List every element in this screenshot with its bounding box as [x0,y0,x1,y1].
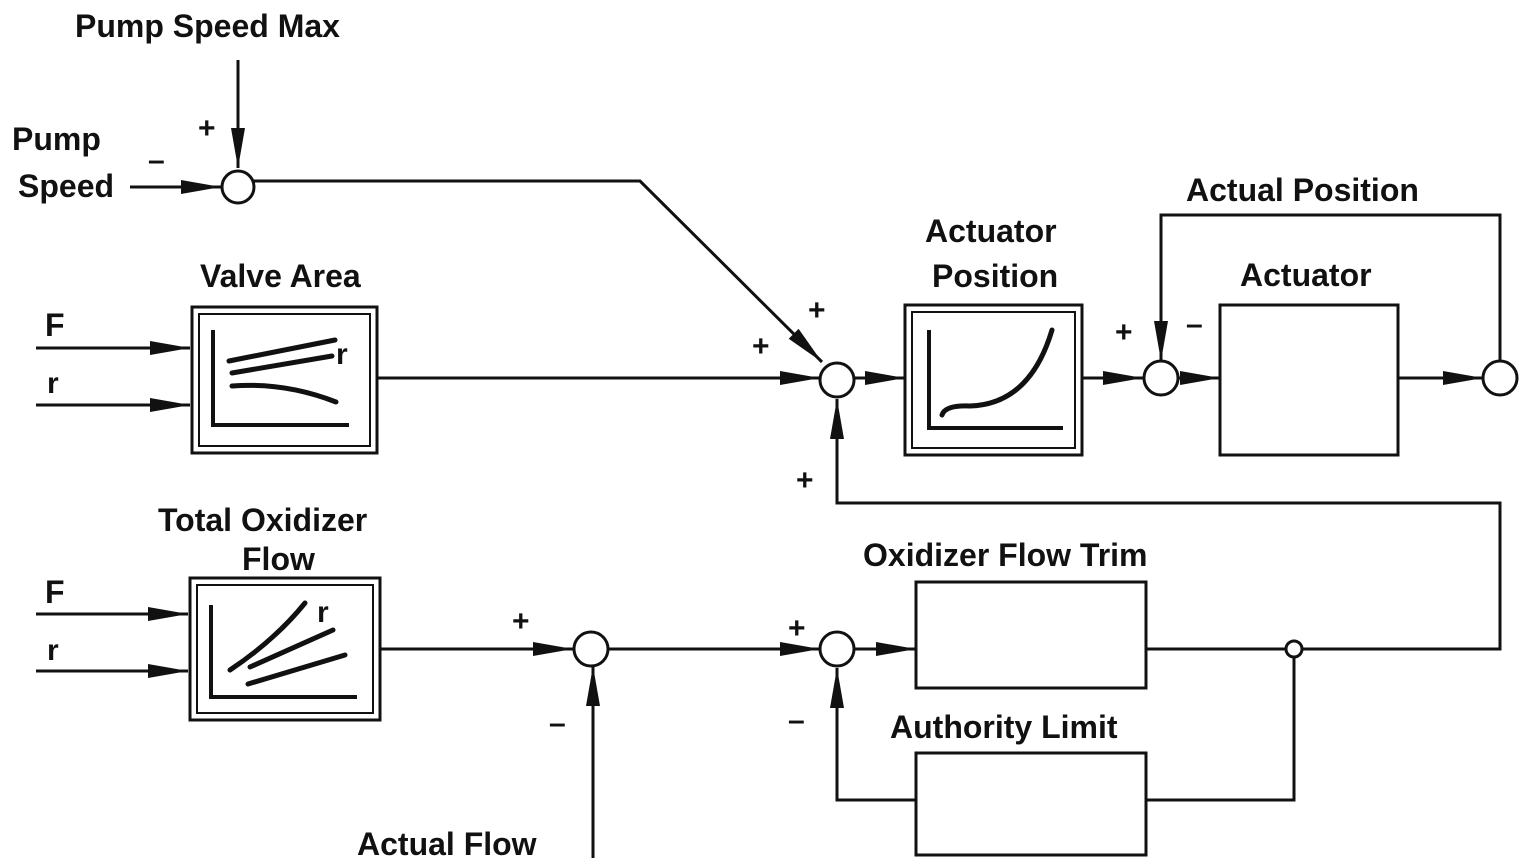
main-sum-left-plus: + [752,330,770,363]
valve-area-curve-1 [226,337,338,364]
trim-to-main-sum-wire [830,399,1502,651]
main-sum-bottom-plus: + [796,464,814,497]
total-oxidizer-curve-3 [245,652,348,687]
pump-speed-max-label: Pump Speed Max [75,8,340,44]
actuator-position-label-line2: Position [932,258,1058,294]
valve-area-input-f-label: F [45,307,65,343]
flow-summing-junction [572,630,610,668]
position-sum-plus: + [1115,316,1133,349]
pump-plus-sign: + [198,112,216,145]
actuator-position-block [903,303,1084,457]
pump-to-main-sum-wire [254,179,824,364]
authority-limit-label: Authority Limit [890,709,1118,745]
authority-to-trim-sum-wire [830,668,916,802]
oxidizer-flow-trim-block [914,580,1148,690]
position-sum-minus: – [1186,308,1203,341]
flow-sum-plus: + [512,605,530,638]
pump-speed-summing-junction [220,169,256,205]
trim-summing-junction [818,630,856,668]
valve-area-curve-2 [229,353,335,376]
pump-minus-sign: – [148,144,165,177]
valve-area-block [190,305,379,455]
actual-position-label: Actual Position [1186,172,1419,208]
valve-area-axes [211,330,349,427]
main-sum-top-plus: + [808,294,826,327]
authority-limit-block [914,751,1148,857]
total-oxidizer-input-r-label: r [47,634,59,667]
valve-area-curve-r-label: r [336,338,348,371]
actual-flow-label: Actual Flow [357,826,537,862]
total-oxidizer-input-f-label: F [45,574,65,610]
trim-node-to-authority-wire [1146,657,1296,802]
total-oxidizer-curve-r-label: r [317,596,329,629]
actuator-label: Actuator [1240,257,1372,293]
trim-output-node [1284,639,1304,659]
total-oxidizer-axes [209,605,357,699]
oxidizer-flow-trim-label: Oxidizer Flow Trim [863,537,1148,573]
position-summing-junction [1142,359,1180,397]
total-oxidizer-curve-1 [227,600,308,673]
total-oxidizer-inner-frame [196,584,374,714]
valve-area-input-r-label: r [47,367,59,400]
trim-sum-plus: + [788,612,806,645]
actuator-position-curve [939,327,1055,418]
total-oxidizer-curve-2 [247,627,336,670]
actuator-position-label-line1: Actuator [925,213,1057,249]
main-summing-junction [818,361,856,399]
valve-area-inner-frame [198,313,371,447]
flow-sum-minus: – [549,707,566,740]
actual-position-feedback-wire [1154,213,1502,361]
total-oxidizer-label-line2: Flow [242,541,315,577]
valve-area-label: Valve Area [200,258,361,294]
actuator-block [1218,303,1400,457]
speed-label: Speed [18,168,114,204]
trim-sum-minus: – [788,704,805,737]
total-oxidizer-label-line1: Total Oxidizer [158,502,367,538]
pump-label: Pump [12,121,101,157]
actuator-position-axes [927,330,1063,430]
actuator-position-inner-frame [911,311,1076,449]
actuator-output-node [1481,359,1519,397]
valve-area-curve-3 [229,382,339,405]
